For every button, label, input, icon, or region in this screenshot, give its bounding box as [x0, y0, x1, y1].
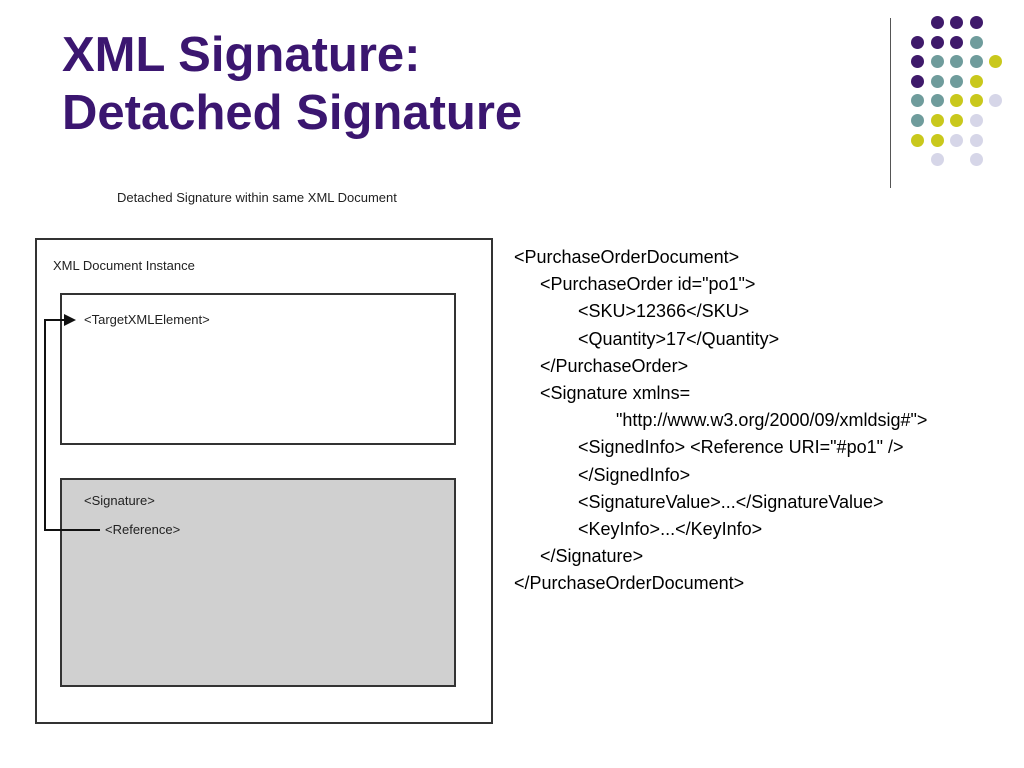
decorative-dot: [930, 74, 944, 88]
decorative-dot: [911, 55, 924, 69]
decorative-dot: [950, 94, 963, 108]
code-line: <SignatureValue>...</SignatureValue>: [578, 491, 884, 512]
decorative-dot: [950, 35, 963, 49]
decorative-dot: [930, 55, 944, 69]
vertical-divider: [890, 18, 891, 188]
slide-title-line-2: Detached Signature: [62, 86, 523, 140]
decorative-dot: [930, 16, 944, 29]
decorative-dot: [950, 55, 963, 69]
decorative-dot: [930, 153, 944, 167]
decorative-dot: [969, 114, 983, 127]
reference-label: <Reference>: [105, 522, 181, 537]
decorative-dot: [969, 133, 983, 147]
code-line: <SKU>12366</SKU>: [578, 301, 750, 322]
decorative-dot: [911, 94, 924, 108]
decorative-dot: [950, 16, 963, 29]
decorative-dot: [911, 133, 924, 147]
code-line: "http://www.w3.org/2000/09/xmldsig#">: [616, 410, 928, 431]
arrowhead-icon: [64, 314, 76, 326]
xml-code-listing: <PurchaseOrderDocument> <PurchaseOrder i…: [514, 244, 1014, 597]
code-line: <Quantity>17</Quantity>: [578, 328, 780, 349]
target-element-label: <TargetXMLElement>: [84, 312, 210, 327]
code-line: <SignedInfo> <Reference URI="#po1" />: [578, 437, 904, 458]
signature-box: [60, 478, 456, 687]
signature-label: <Signature>: [84, 493, 155, 508]
slide-title-line-1: XML Signature:: [62, 28, 421, 82]
code-line: </Signature>: [540, 546, 644, 567]
decorative-dot: [989, 94, 1002, 108]
code-line: <PurchaseOrder id="po1">: [540, 274, 756, 295]
decorative-dot: [989, 55, 1002, 69]
xml-document-label: XML Document Instance: [53, 258, 195, 273]
decorative-dot: [950, 133, 963, 147]
decorative-dot: [911, 74, 924, 88]
figure-caption: Detached Signature within same XML Docum…: [117, 190, 397, 205]
reference-connector-line: [44, 319, 100, 531]
decorative-dot: [969, 153, 983, 167]
code-line: </PurchaseOrderDocument>: [514, 573, 745, 594]
decorative-dot: [911, 35, 924, 49]
code-line: </SignedInfo>: [578, 464, 691, 485]
decorative-dot: [930, 94, 944, 108]
decorative-dot: [969, 94, 983, 108]
slide-title: XML Signature: Detached Signature: [62, 26, 522, 142]
decorative-dot: [950, 114, 963, 127]
code-line: <PurchaseOrderDocument>: [514, 247, 740, 267]
code-line: <KeyInfo>...</KeyInfo>: [578, 518, 763, 539]
decorative-dot: [930, 133, 944, 147]
decorative-dot: [950, 74, 963, 88]
target-element-box: [60, 293, 456, 445]
decorative-dot: [969, 74, 983, 88]
decorative-dot: [969, 16, 983, 29]
code-line: <Signature xmlns=: [540, 382, 691, 403]
code-line: </PurchaseOrder>: [540, 355, 689, 376]
decorative-dot: [930, 35, 944, 49]
decorative-dot: [930, 114, 944, 127]
decorative-dot: [969, 55, 983, 69]
decorative-dot: [969, 35, 983, 49]
decorative-dot: [911, 114, 924, 127]
